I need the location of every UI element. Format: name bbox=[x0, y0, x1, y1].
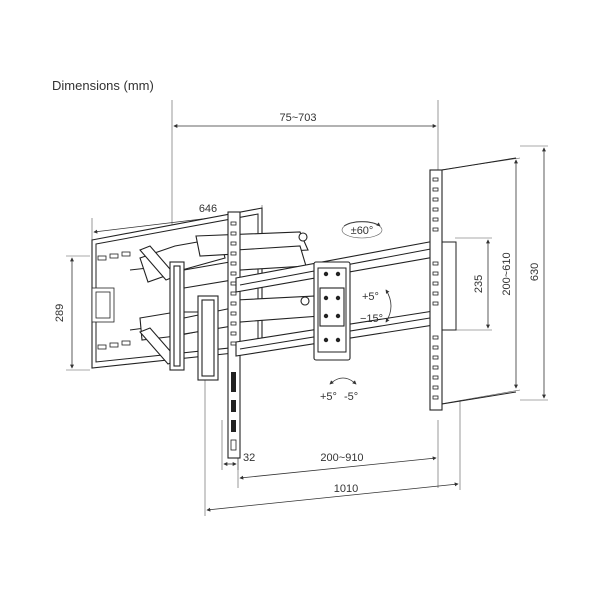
svg-text:289: 289 bbox=[54, 304, 66, 322]
dimension-arm-width: 646 bbox=[91, 203, 263, 240]
articulating-arms bbox=[139, 231, 321, 381]
swivel-annotation: ±60° bbox=[341, 221, 383, 239]
tilt-plate bbox=[313, 261, 351, 361]
svg-text:+5°: +5° bbox=[362, 291, 379, 303]
right-vertical-rail bbox=[429, 157, 517, 411]
svg-text:200~610: 200~610 bbox=[501, 252, 513, 295]
roll-annotation: +5° -5° bbox=[320, 377, 358, 403]
svg-text:200~910: 200~910 bbox=[320, 452, 363, 464]
dimension-bracket-height: 235 bbox=[455, 237, 492, 331]
dimension-vesa-width: 200~910 bbox=[237, 420, 439, 488]
svg-text:235: 235 bbox=[473, 275, 485, 293]
svg-text:±60°: ±60° bbox=[351, 225, 374, 237]
dimension-total-height: 630 bbox=[520, 145, 548, 401]
svg-text:32: 32 bbox=[243, 452, 255, 464]
dimension-left-height: 289 bbox=[54, 255, 90, 371]
left-vertical-rail bbox=[227, 211, 241, 459]
svg-text:630: 630 bbox=[529, 263, 541, 281]
svg-text:-5°: -5° bbox=[344, 391, 358, 403]
svg-text:1010: 1010 bbox=[334, 483, 358, 495]
dimension-total-width: 1010 bbox=[204, 380, 461, 516]
svg-text:+5°: +5° bbox=[320, 391, 337, 403]
svg-text:−15°: −15° bbox=[360, 313, 383, 325]
tilt-annotation: +5° −15° bbox=[360, 289, 392, 325]
svg-text:646: 646 bbox=[199, 203, 217, 215]
svg-text:75~703: 75~703 bbox=[279, 112, 316, 124]
diagram-title: Dimensions (mm) bbox=[52, 78, 154, 93]
